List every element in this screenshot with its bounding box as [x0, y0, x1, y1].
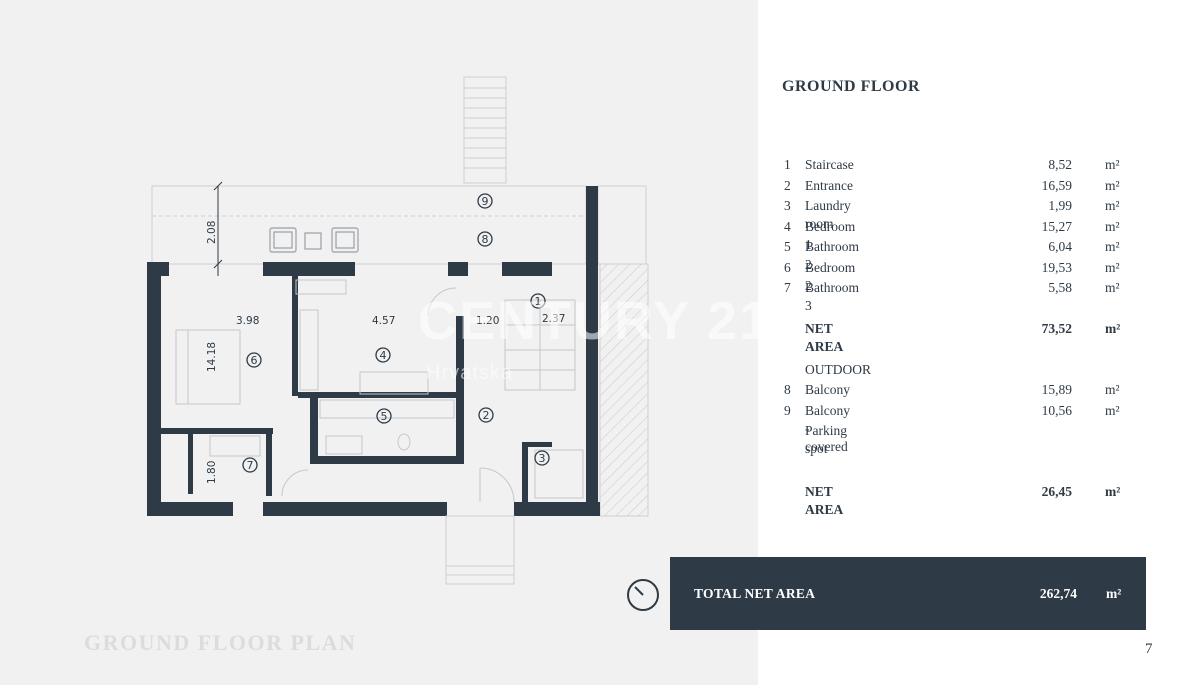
balcony-outline: [151, 185, 647, 265]
net-area-unit: m²: [1105, 321, 1121, 336]
room-unit: m²: [1105, 219, 1120, 234]
room-name: Bedroom 1: [805, 219, 856, 252]
total-unit: m²: [1106, 586, 1122, 601]
room-marker-7: 7: [242, 457, 258, 473]
room-unit: m²: [1105, 260, 1120, 275]
room-unit: m²: [1105, 157, 1120, 172]
svg-text:1: 1: [535, 295, 542, 308]
room-unit: m²: [1105, 403, 1120, 418]
room-marker-8: 8: [477, 231, 493, 247]
hatched-area: [599, 263, 649, 517]
room-num: 1: [784, 157, 791, 172]
room-name: Balcony - covered: [805, 403, 850, 454]
room-area: 1,99: [1048, 198, 1072, 213]
room-name: Bathroom 2: [805, 239, 859, 272]
room-num: 7: [784, 280, 791, 295]
dim-180: 1.80: [206, 461, 218, 484]
clock-icon: [627, 579, 659, 611]
entrance-steps: [445, 515, 515, 585]
room-area: 6,04: [1048, 239, 1072, 254]
room-marker-9: 9: [477, 193, 493, 209]
top-stairs: [463, 76, 507, 184]
section-title: GROUND FLOOR: [782, 78, 920, 95]
room-unit: m²: [1105, 198, 1120, 213]
total-value: 262,74: [1039, 586, 1077, 601]
room-unit: m²: [1105, 178, 1120, 193]
interior-fixtures: [175, 279, 584, 503]
room-num: 3: [784, 198, 791, 213]
room-marker-2: 2: [478, 407, 494, 423]
total-net-area-bar: TOTAL NET AREA 262,74 m²: [670, 557, 1146, 630]
outdoor-heading: OUTDOOR: [805, 362, 871, 377]
room-area: 19,53: [1041, 260, 1072, 275]
room-unit: m²: [1105, 239, 1120, 254]
room-name: Bathroom 3: [805, 280, 859, 313]
svg-text:8: 8: [482, 233, 489, 246]
room-name: Laundry room: [805, 198, 851, 231]
net-area-value: 26,45: [1041, 484, 1072, 499]
dim-208: 2.08: [206, 221, 218, 244]
room-area: 16,59: [1041, 178, 1072, 193]
svg-text:2: 2: [483, 409, 490, 422]
floor-plan-drawing: 2.08 3.98 4.57 1.20 2.37 14.18 1.80 9 8 …: [147, 76, 649, 585]
room-marker-4: 4: [375, 347, 391, 363]
room-name: Entrance: [805, 178, 853, 193]
net-area-label: NET AREA: [805, 321, 844, 354]
dim-237: 2.37: [542, 313, 565, 325]
svg-text:6: 6: [251, 354, 258, 367]
room-num: 9: [784, 403, 791, 418]
dim-120: 1.20: [476, 315, 499, 327]
balcony-furniture: [269, 227, 359, 253]
walls: [147, 186, 600, 516]
room-name: Bedroom 2: [805, 260, 856, 293]
page-number: 7: [1145, 641, 1153, 657]
room-name: Parking spot: [805, 423, 847, 456]
net-area-unit: m²: [1105, 484, 1121, 499]
room-area: 5,58: [1048, 280, 1072, 295]
room-unit: m²: [1105, 382, 1120, 397]
net-area-label: NET AREA: [805, 484, 844, 517]
room-marker-1: 1: [530, 293, 546, 309]
plan-label: GROUND FLOOR PLAN: [84, 630, 357, 655]
room-marker-3: 3: [534, 450, 550, 466]
svg-text:5: 5: [381, 410, 388, 423]
dimension-lines: [213, 181, 223, 276]
net-area-value: 73,52: [1041, 321, 1072, 336]
room-num: 6: [784, 260, 791, 275]
room-name: Staircase: [805, 157, 854, 172]
svg-text:4: 4: [380, 349, 387, 362]
room-marker-6: 6: [246, 352, 262, 368]
svg-text:9: 9: [482, 195, 489, 208]
room-unit: m²: [1105, 280, 1120, 295]
watermark-logo-text: CENTURY 21: [418, 291, 772, 351]
room-name: Balcony: [805, 382, 850, 397]
svg-text:7: 7: [247, 459, 254, 472]
room-area: 15,27: [1041, 219, 1072, 234]
room-area: 8,52: [1048, 157, 1072, 172]
room-marker-5: 5: [376, 408, 392, 424]
dim-1418: 14.18: [206, 342, 218, 372]
dim-398: 3.98: [236, 315, 259, 327]
room-num: 2: [784, 178, 791, 193]
room-area: 10,56: [1041, 403, 1072, 418]
watermark-sub-text: Hrvatska: [426, 362, 513, 384]
room-num: 5: [784, 239, 791, 254]
room-area: 15,89: [1041, 382, 1072, 397]
dim-457: 4.57: [372, 315, 395, 327]
room-num: 8: [784, 382, 791, 397]
svg-text:3: 3: [539, 452, 546, 465]
room-num: 4: [784, 219, 791, 234]
total-label: TOTAL NET AREA: [694, 586, 816, 601]
